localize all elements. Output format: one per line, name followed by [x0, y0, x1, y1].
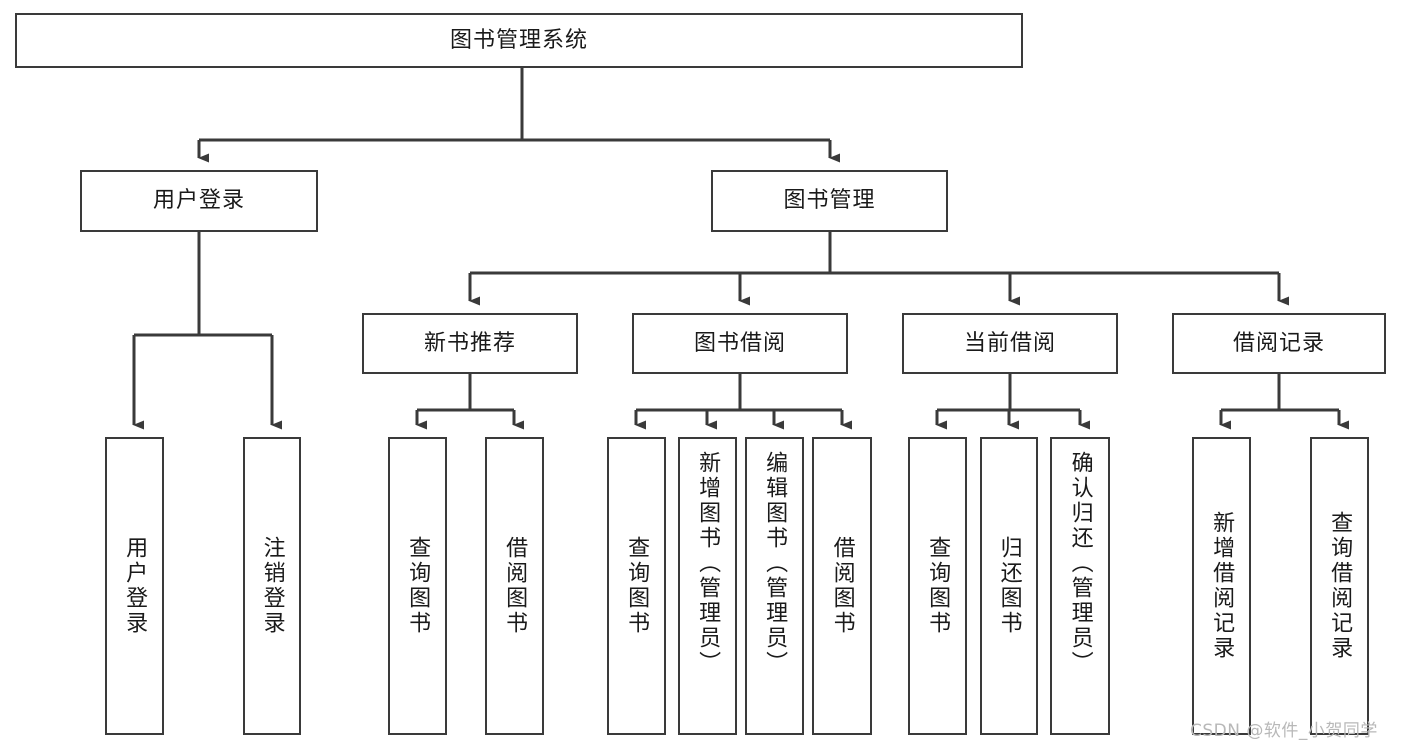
- leaf-return-book[interactable]: 归还图书: [980, 437, 1038, 735]
- node-label: 用户登录: [152, 188, 245, 214]
- leaf-add-borrow-record[interactable]: 新增借阅记录: [1192, 437, 1251, 735]
- node-label: 图书管理系统: [449, 27, 588, 53]
- node-label: 用户登录: [122, 536, 148, 636]
- node-root-system[interactable]: 图书管理系统: [15, 13, 1023, 68]
- leaf-query-book-current[interactable]: 查询图书: [908, 437, 967, 735]
- node-label: 当前借阅: [963, 330, 1056, 356]
- node-label: 注销登录: [259, 536, 285, 636]
- node-borrow-record[interactable]: 借阅记录: [1172, 313, 1386, 374]
- node-label: 查询图书: [624, 536, 650, 636]
- node-book-borrow[interactable]: 图书借阅: [632, 313, 848, 374]
- leaf-borrow-book[interactable]: 借阅图书: [812, 437, 872, 735]
- watermark: CSDN @软件_小贺同学: [1190, 721, 1378, 741]
- node-label: 借阅图书: [502, 536, 528, 636]
- node-book-management[interactable]: 图书管理: [711, 170, 948, 232]
- node-label: 借阅记录: [1232, 330, 1325, 356]
- node-label: 借阅图书: [829, 536, 855, 636]
- node-label: 图书借阅: [693, 330, 786, 356]
- node-label: 查询借阅记录: [1327, 511, 1353, 661]
- leaf-query-book-borrow[interactable]: 查询图书: [607, 437, 666, 735]
- node-user-login[interactable]: 用户登录: [80, 170, 318, 232]
- leaf-edit-book-admin[interactable]: 编辑图书（管理员）: [745, 437, 804, 735]
- leaf-query-borrow-record[interactable]: 查询借阅记录: [1310, 437, 1369, 735]
- node-new-book-recommend[interactable]: 新书推荐: [362, 313, 578, 374]
- node-label: 归还图书: [996, 536, 1022, 636]
- leaf-query-book-recommend[interactable]: 查询图书: [388, 437, 447, 735]
- leaf-borrow-book-recommend[interactable]: 借阅图书: [485, 437, 544, 735]
- node-label: 查询图书: [925, 536, 951, 636]
- leaf-logout[interactable]: 注销登录: [243, 437, 301, 735]
- node-label: 新增图书（管理员）: [695, 451, 721, 676]
- leaf-user-login[interactable]: 用户登录: [105, 437, 164, 735]
- node-label: 确认归还（管理员）: [1067, 451, 1093, 676]
- leaf-confirm-return-admin[interactable]: 确认归还（管理员）: [1050, 437, 1110, 735]
- node-label: 编辑图书（管理员）: [762, 451, 788, 676]
- node-label: 图书管理: [783, 188, 876, 214]
- node-label: 新增借阅记录: [1209, 511, 1235, 661]
- node-label: 查询图书: [405, 536, 431, 636]
- node-current-borrow[interactable]: 当前借阅: [902, 313, 1118, 374]
- node-label: 新书推荐: [423, 330, 516, 356]
- leaf-add-book-admin[interactable]: 新增图书（管理员）: [678, 437, 737, 735]
